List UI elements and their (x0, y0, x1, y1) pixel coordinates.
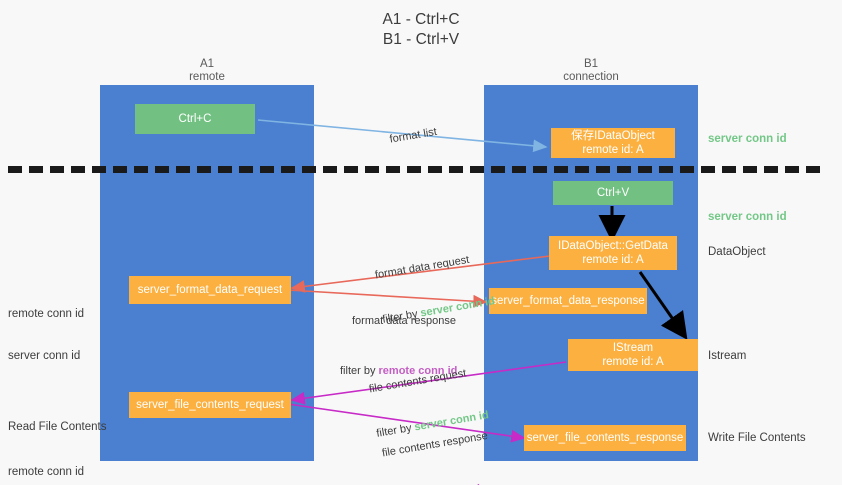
edge-label-file-contents-response-filter: filter by remote conn id (364, 479, 498, 485)
right-label-istream: Istream (708, 350, 747, 362)
node-ctrl-c-label: Ctrl+C (178, 113, 212, 125)
left-label-read-file-contents-group: Read File Contents remote conn id server… (8, 392, 106, 485)
left-label-remote-conn-id-1: remote conn id (8, 308, 85, 320)
node-server-file-contents-response[interactable]: server_file_contents_response (524, 425, 686, 451)
column-header-b1-name: B1 (583, 58, 599, 70)
left-label-read-file-contents: Read File Contents (8, 421, 107, 433)
edge-label-file-contents-response-title: file contents response (381, 429, 489, 460)
edge-label-format-data-response: format data response filter by remote co… (340, 284, 457, 409)
right-label-dataobject: DataObject (708, 246, 766, 258)
node-idataobject-getdata[interactable]: IDataObject::GetData remote id: A (549, 236, 677, 270)
left-label-remote-conn-id-2: remote conn id (8, 466, 85, 478)
node-store-dataobject-line1: 保存IDataObject (571, 130, 655, 142)
node-ctrl-v[interactable]: Ctrl+V (553, 181, 673, 205)
node-idataobject-getdata-line1: IDataObject::GetData (558, 240, 668, 252)
node-istream[interactable]: IStream remote id: A (568, 339, 698, 371)
node-ctrl-c[interactable]: Ctrl+C (135, 104, 255, 134)
node-ctrl-v-label: Ctrl+V (596, 187, 630, 199)
edge-filter-prefix: filter by (340, 365, 379, 377)
node-server-file-contents-response-label: server_file_contents_response (526, 432, 684, 444)
node-istream-line1: IStream (612, 342, 654, 354)
edge-filter-value-remote-conn-id: remote conn id (378, 365, 458, 377)
diagram-title-line1: A1 - Ctrl+C (382, 11, 460, 28)
column-header-a1-name: A1 (199, 58, 215, 70)
node-server-format-data-response[interactable]: server_format_data_response (489, 288, 647, 314)
diagram-title: A1 - Ctrl+C B1 - Ctrl+V (0, 10, 842, 50)
edge-label-format-data-request-title: format data request (374, 253, 471, 282)
edge-label-format-data-response-title: format data response (352, 315, 456, 327)
edge-label-format-list-text: format list (388, 125, 438, 146)
node-idataobject-getdata-line2: remote id: A (582, 254, 644, 266)
column-header-b1-sub: connection (563, 71, 619, 83)
node-server-format-data-request-label: server_format_data_request (137, 284, 283, 296)
phase-divider (8, 166, 820, 173)
right-label-server-conn-id-top: server conn id (708, 133, 787, 145)
right-label-write-file-contents: Write File Contents (708, 432, 806, 444)
node-server-format-data-response-label: server_format_data_response (491, 295, 645, 307)
node-server-file-contents-request[interactable]: server_file_contents_request (129, 392, 291, 418)
edge-label-format-data-response-filter: filter by remote conn id (340, 364, 457, 379)
node-server-format-data-request[interactable]: server_format_data_request (129, 276, 291, 304)
left-label-conn-ids-1: remote conn id server conn id (8, 279, 84, 391)
column-header-a1-sub: remote (189, 71, 225, 83)
right-label-server-conn-id-mid: server conn id (708, 211, 787, 223)
node-store-dataobject-line2: remote id: A (582, 144, 644, 156)
node-store-dataobject[interactable]: 保存IDataObject remote id: A (551, 128, 675, 158)
node-server-file-contents-request-label: server_file_contents_request (136, 399, 284, 411)
edge-label-file-contents-request-title: file contents request (368, 367, 468, 396)
left-label-server-conn-id-1: server conn id (8, 350, 81, 362)
diagram-title-line2: B1 - Ctrl+V (382, 31, 460, 48)
node-istream-line2: remote id: A (602, 356, 664, 368)
edge-label-format-list: format list (374, 110, 441, 164)
